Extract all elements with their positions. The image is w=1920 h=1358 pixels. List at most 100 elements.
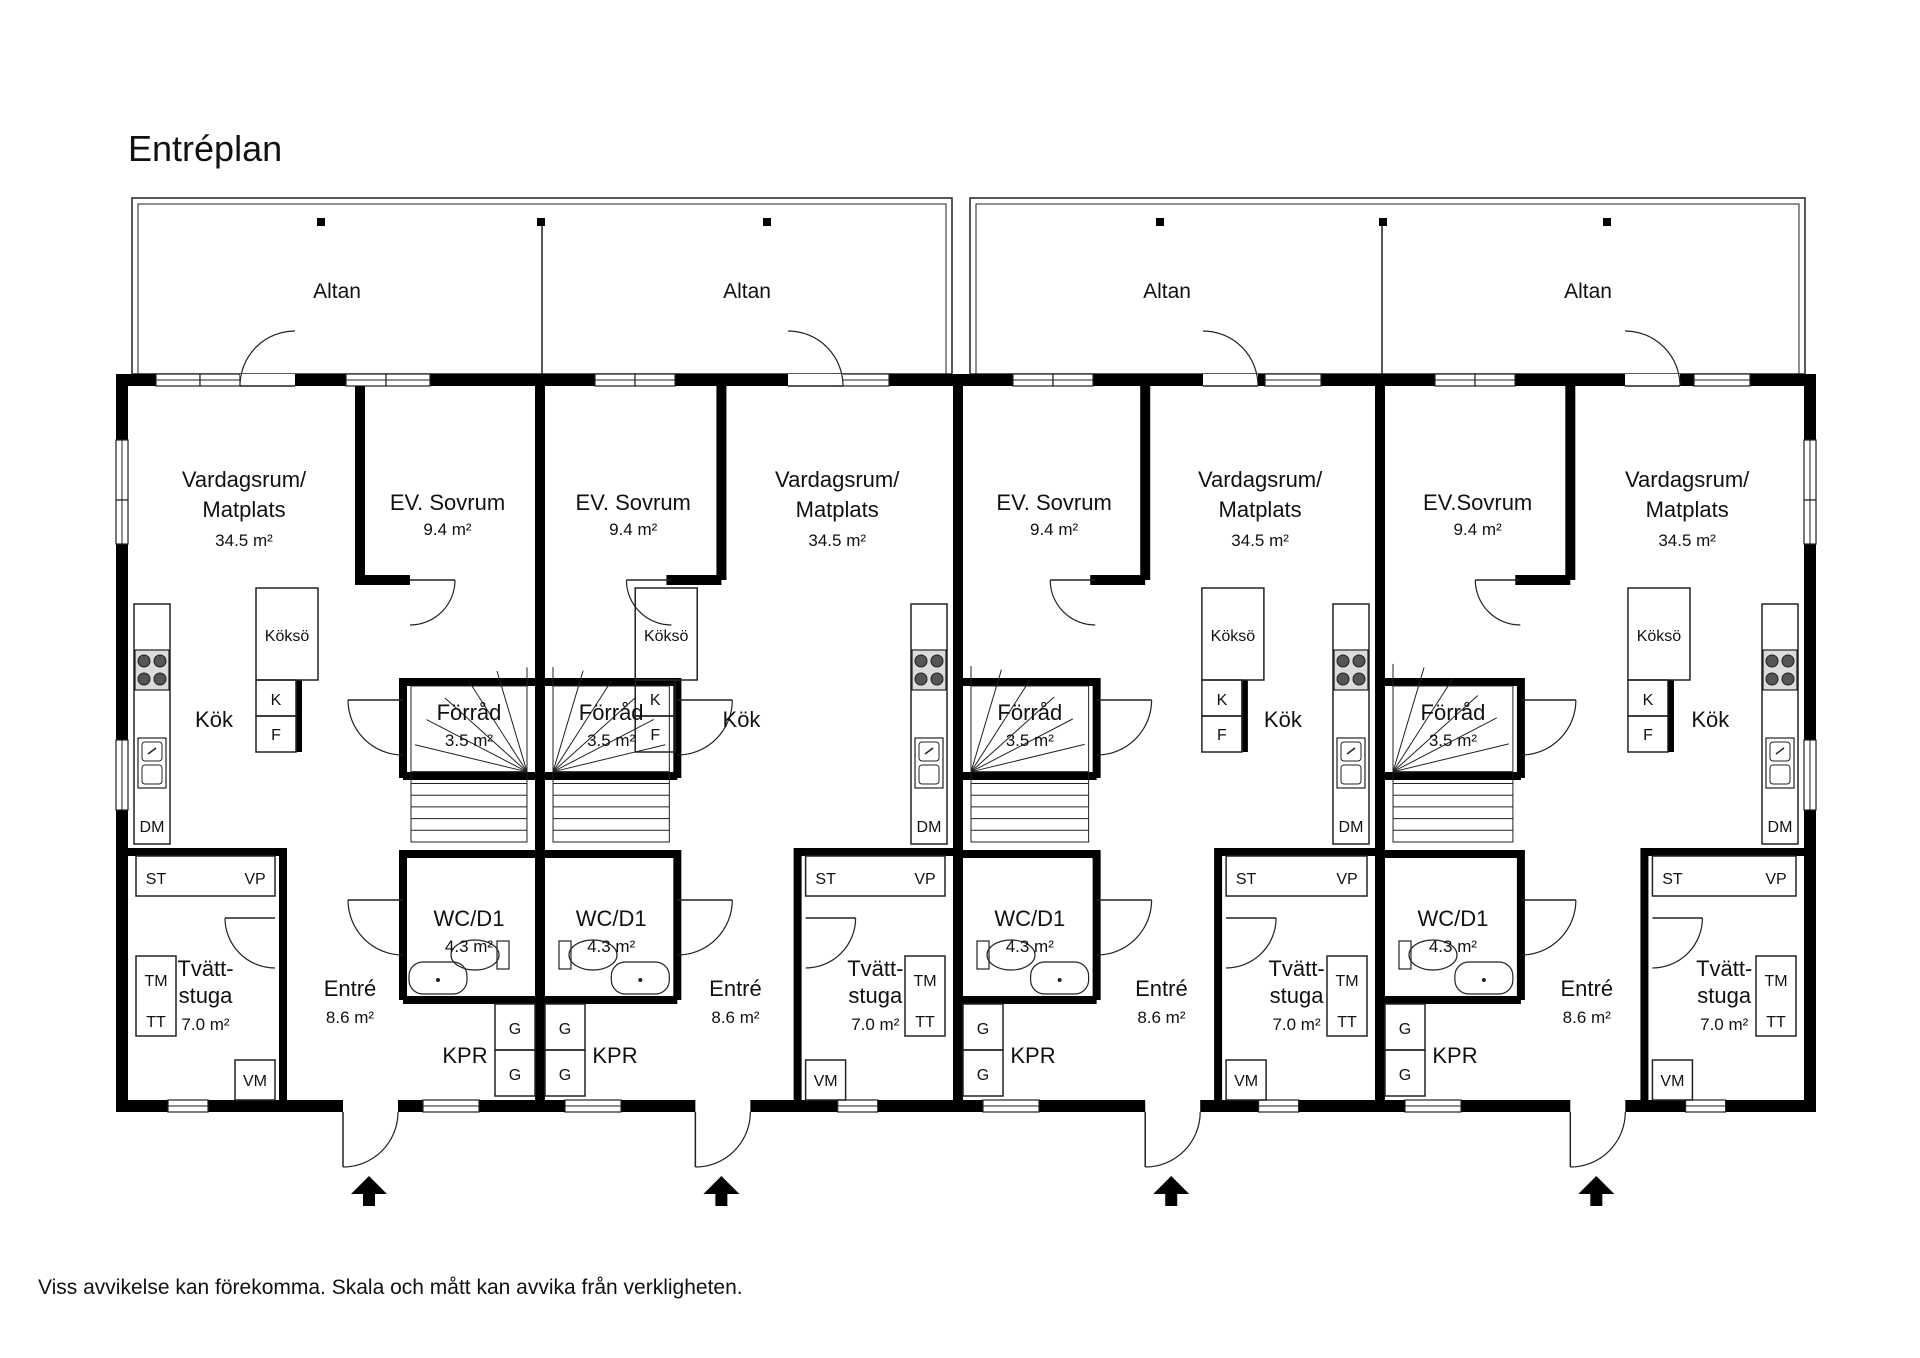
living-room-label: Vardagsrum/ [775, 467, 900, 492]
storage-door-swing-icon [1520, 699, 1577, 756]
kitchen-label: Kök [1691, 707, 1730, 732]
laundry-door-swing-icon [1226, 917, 1277, 969]
kitchen-counter [1761, 603, 1799, 845]
fridge-label: K [650, 692, 661, 709]
tm-label: TM [1764, 973, 1787, 990]
laundry-label: stuga [179, 983, 234, 1008]
g-label: G [1399, 1021, 1411, 1038]
vp-label: VP [1765, 871, 1786, 888]
bedroom-label: EV. Sovrum [996, 490, 1111, 515]
bedroom-wall [716, 386, 727, 580]
stair-outline [410, 685, 528, 843]
wc-door-swing-icon [347, 899, 404, 956]
sink-basin-icon [1340, 741, 1362, 762]
toilet-icon [1408, 939, 1458, 971]
toilet-tank-icon [496, 940, 510, 970]
kitchen-label: Kök [1264, 707, 1303, 732]
island-wall [1241, 680, 1248, 752]
laundry-label: stuga [1697, 983, 1752, 1008]
storage-door-swing-icon [347, 699, 404, 756]
storage-wall [399, 678, 407, 778]
kpr-cabinet [962, 1049, 1004, 1097]
kpr-cabinet [494, 1049, 536, 1097]
stair-icon [414, 744, 528, 773]
terrace-door-swing-icon [787, 330, 844, 387]
dishwasher-label: DM [917, 819, 942, 836]
wc-wall [403, 996, 535, 1004]
entry-label: Entré [1135, 976, 1188, 1001]
door-opening [240, 374, 295, 386]
plan-title: Entréplan [128, 128, 283, 169]
entry-opening [695, 1100, 751, 1112]
bedroom-door-swing-icon [625, 579, 672, 626]
laundry-wall [797, 848, 953, 856]
living-room-label: Matplats [1646, 497, 1729, 522]
vm-cabinet [1651, 1059, 1694, 1101]
g-label: G [1399, 1067, 1411, 1084]
wc-wall [1516, 850, 1525, 1000]
freezer-f [1627, 715, 1669, 753]
living-room-label: Vardagsrum/ [1198, 467, 1323, 492]
post-icon [537, 218, 545, 226]
party-wall [1375, 374, 1385, 1112]
vm-cabinet [1225, 1059, 1267, 1101]
bedroom-label: EV.Sovrum [1423, 490, 1532, 515]
island-label: Köksö [265, 628, 310, 645]
vm-label: VM [243, 1073, 267, 1090]
entrance-arrow-icon [1578, 1176, 1615, 1206]
wc-wall [403, 850, 535, 858]
entry-area: 8.6 m² [1563, 1008, 1612, 1027]
stove-burner-icon [137, 654, 151, 668]
disclaimer: Viss avvikelse kan förekomma. Skala och … [38, 1276, 743, 1299]
storage-wall [1092, 678, 1101, 778]
island-wall [675, 680, 682, 752]
laundry-label: Tvätt- [1696, 956, 1752, 981]
sink-basin-icon [1769, 741, 1791, 762]
stove-burner-icon [1781, 672, 1795, 686]
stair-icon [552, 670, 584, 772]
wc-wall [1092, 850, 1101, 1000]
storage-wall [963, 678, 1097, 686]
kitchen-counter [910, 603, 948, 845]
freezer-f [1201, 715, 1243, 753]
wc-door-swing-icon [1096, 899, 1153, 956]
stair-icon [552, 697, 636, 773]
stove-burner-icon [1765, 654, 1779, 668]
sink-icon [914, 737, 944, 789]
washbasin-drain-icon [1481, 978, 1486, 982]
bedroom-area: 9.4 m² [423, 520, 472, 539]
kitchen-counter [1332, 603, 1370, 845]
stove-burner-icon [153, 672, 167, 686]
post-icon [1156, 218, 1164, 226]
laundry-door-swing-icon [1652, 917, 1704, 969]
entry-label: Entré [324, 976, 377, 1001]
entry-opening [1570, 1100, 1626, 1112]
wc-label: WC/D1 [994, 906, 1065, 931]
wc-wall [399, 850, 407, 1000]
post-icon [317, 218, 325, 226]
kpr-label: KPR [1432, 1043, 1477, 1068]
bedroom-wall [666, 575, 722, 585]
stair-icon [496, 670, 528, 772]
laundry-label: stuga [1270, 983, 1325, 1008]
washbasin-icon [1030, 961, 1090, 995]
stove-burner-icon [137, 672, 151, 686]
fixture-layer [133, 330, 1799, 1206]
bedroom-wall [355, 575, 410, 585]
entry-door-swing-icon [1570, 1111, 1626, 1168]
tm-label: TM [144, 973, 167, 990]
island-wall [1667, 680, 1674, 752]
stair-icon [444, 697, 528, 773]
washbasin-icon [1454, 961, 1514, 995]
entry-area: 8.6 m² [711, 1008, 760, 1027]
stove-burner-icon [1352, 654, 1366, 668]
stair-icon [1392, 743, 1509, 773]
faucet-icon [147, 747, 157, 755]
laundry-wall [1644, 848, 1804, 856]
storage-wall [545, 772, 678, 780]
sink-basin-icon [141, 764, 163, 785]
laundry-door-swing-icon [805, 917, 857, 969]
sink-icon [137, 737, 167, 789]
storage-wall [403, 772, 535, 780]
terrace-door-swing-icon [1202, 330, 1259, 387]
